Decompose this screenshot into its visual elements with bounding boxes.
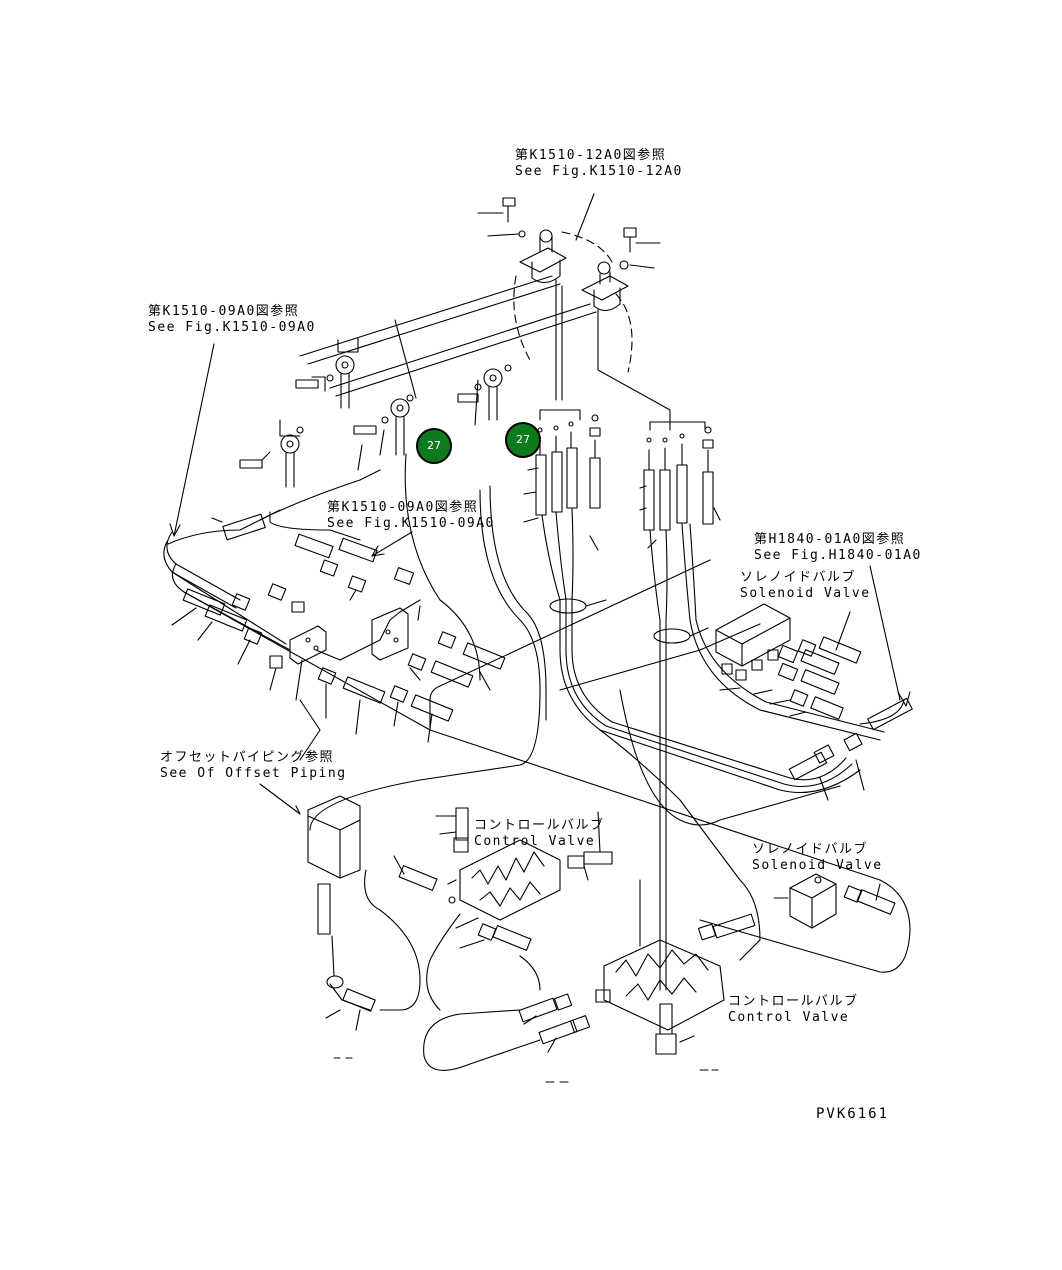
component-jp-text: オフセットパイピング参照	[160, 750, 335, 765]
rod-end-4	[457, 364, 512, 421]
reference-jp-text: 第K1510-12A0図参照	[515, 148, 667, 163]
callout-badge-27-left[interactable]: 27	[416, 428, 452, 464]
drawing-code: PVK6161	[816, 1106, 890, 1122]
reference-k1510-09a0-mid: 第K1510-09A0図参照 See Fig.K1510-09A0	[327, 500, 495, 532]
hose-bundle-right	[643, 421, 885, 991]
component-jp-text: コントロールバルブ	[728, 994, 859, 1009]
solenoid-valve-lower	[789, 873, 896, 929]
reference-en-text: See Fig.K1510-12A0	[515, 164, 683, 179]
fitting-group-left	[182, 513, 506, 722]
component-en-text: Control Valve	[474, 834, 596, 849]
reference-jp-text: 第K1510-09A0図参照	[327, 500, 479, 515]
control-valve-lower	[518, 913, 756, 1055]
reference-k1510-09a0-left: 第K1510-09A0図参照 See Fig.K1510-09A0	[148, 304, 316, 336]
control-valve-upper-label: コントロールバルブ Control Valve	[474, 818, 605, 850]
component-en-text: Solenoid Valve	[740, 586, 871, 601]
reference-jp-text: 第H1840-01A0図参照	[754, 532, 906, 547]
offset-piping-label: オフセットパイピング参照 See Of Offset Piping	[160, 750, 347, 782]
reference-en-text: See Fig.K1510-09A0	[327, 516, 495, 531]
callout-badge-27-right[interactable]: 27	[505, 422, 541, 458]
hose-bundle-left	[535, 409, 861, 793]
solenoid-valve-upper-label: ソレノイドバルブ Solenoid Valve	[740, 570, 871, 602]
fitting-group-right	[777, 636, 913, 781]
control-valve-upper	[398, 807, 613, 951]
reference-en-text: See Fig.H1840-01A0	[754, 548, 922, 563]
component-jp-text: ソレノイドバルブ	[740, 570, 857, 585]
hose-clamp-right	[653, 628, 691, 644]
rod-end-3	[353, 394, 414, 456]
component-jp-text: コントロールバルブ	[474, 818, 605, 833]
component-en-text: Solenoid Valve	[752, 858, 883, 873]
rod-end-1	[295, 355, 355, 409]
reference-h1840-01a0: 第H1840-01A0図参照 See Fig.H1840-01A0	[754, 532, 922, 564]
reference-k1510-12a0: 第K1510-12A0図参照 See Fig.K1510-12A0	[515, 148, 683, 180]
offset-piping-block	[307, 795, 376, 1012]
ref-arrow-left	[173, 343, 215, 537]
solenoid-valve-lower-label: ソレノイドバルブ Solenoid Valve	[752, 842, 883, 874]
reference-en-text: See Fig.K1510-09A0	[148, 320, 316, 335]
block-mid	[371, 607, 409, 661]
component-en-text: See Of Offset Piping	[160, 766, 347, 781]
solenoid-valve-upper	[715, 603, 791, 681]
control-valve-lower-label: コントロールバルブ Control Valve	[728, 994, 859, 1026]
reference-jp-text: 第K1510-09A0図参照	[148, 304, 300, 319]
ppc-valve-left	[477, 197, 567, 284]
component-jp-text: ソレノイドバルブ	[752, 842, 869, 857]
ppc-valve-right	[581, 227, 661, 312]
rod-end-2	[239, 426, 304, 488]
block-left	[289, 625, 327, 665]
hose-clamp-left	[549, 598, 587, 614]
component-en-text: Control Valve	[728, 1010, 850, 1025]
